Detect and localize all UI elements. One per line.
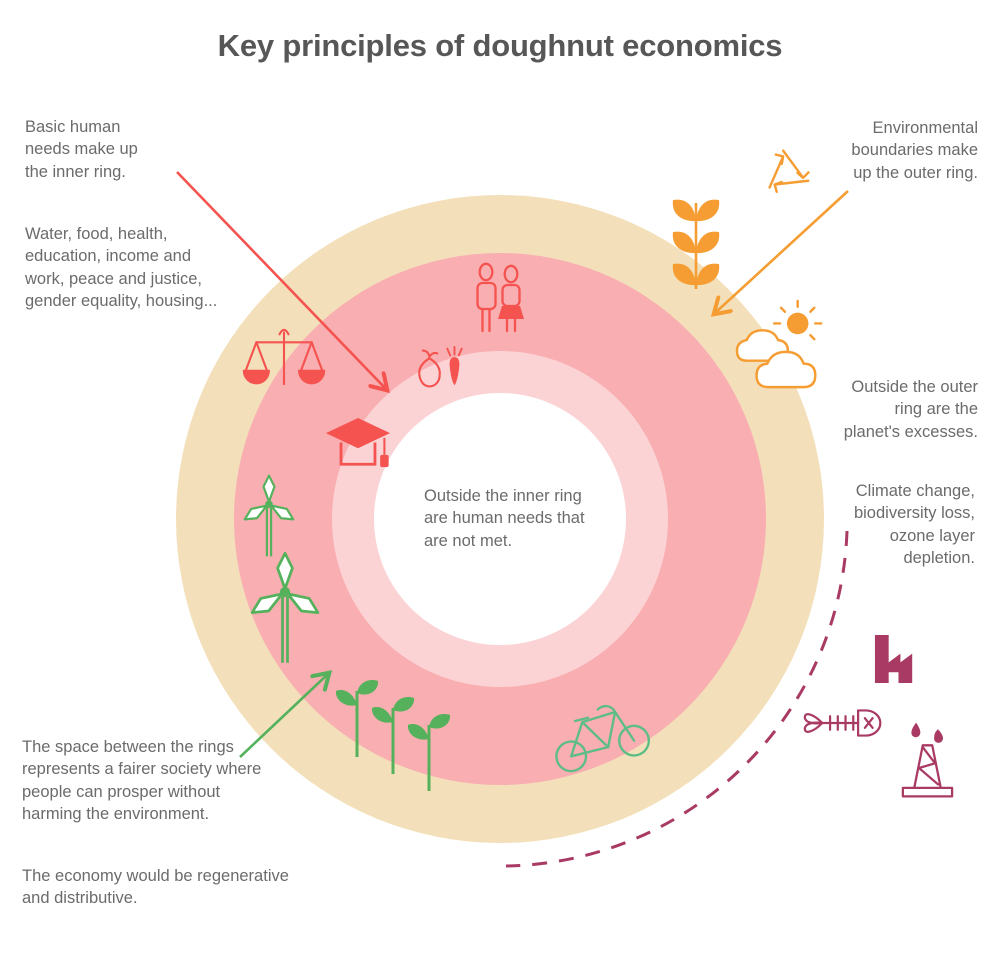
wheat-icon [665, 183, 727, 291]
bicycle-icon [539, 679, 657, 781]
note-outside-outer-ring: Outside the outer ring are the planet's … [843, 378, 978, 441]
pear-icon [414, 347, 445, 389]
orange-arrow [715, 190, 849, 313]
note-center: Outside the inner ring are human needs t… [424, 487, 585, 550]
carrot-icon [446, 343, 463, 390]
note-needs-list: Water, food, health, education, income a… [25, 225, 218, 311]
note-basic-needs: Basic human needs make up the inner ring… [25, 118, 138, 181]
seedling-icon [333, 679, 381, 759]
scales-of-justice-icon [242, 322, 326, 400]
graduation-cap-icon [325, 417, 391, 470]
wind-turbine-large-icon [247, 551, 323, 665]
factory-icon [873, 633, 922, 684]
note-excesses-list: Climate change, biodiversity loss, ozone… [853, 482, 975, 568]
note-environmental-boundaries: Environmental boundaries make up the out… [851, 119, 978, 182]
family-icon [473, 262, 525, 334]
seedling-icon [405, 713, 453, 793]
seedling-icon [369, 696, 417, 776]
oil-derrick-icon [901, 720, 954, 799]
sun-behind-clouds-icon [735, 298, 829, 392]
note-space-between-rings: The space between the rings represents a… [22, 738, 262, 824]
fish-skeleton-icon [803, 703, 890, 743]
wind-turbine-small-icon [241, 474, 297, 558]
note-economy: The economy would be regenerative and di… [22, 867, 289, 908]
page-title: Key principles of doughnut economics [217, 28, 783, 63]
recycling-icon [758, 141, 816, 201]
